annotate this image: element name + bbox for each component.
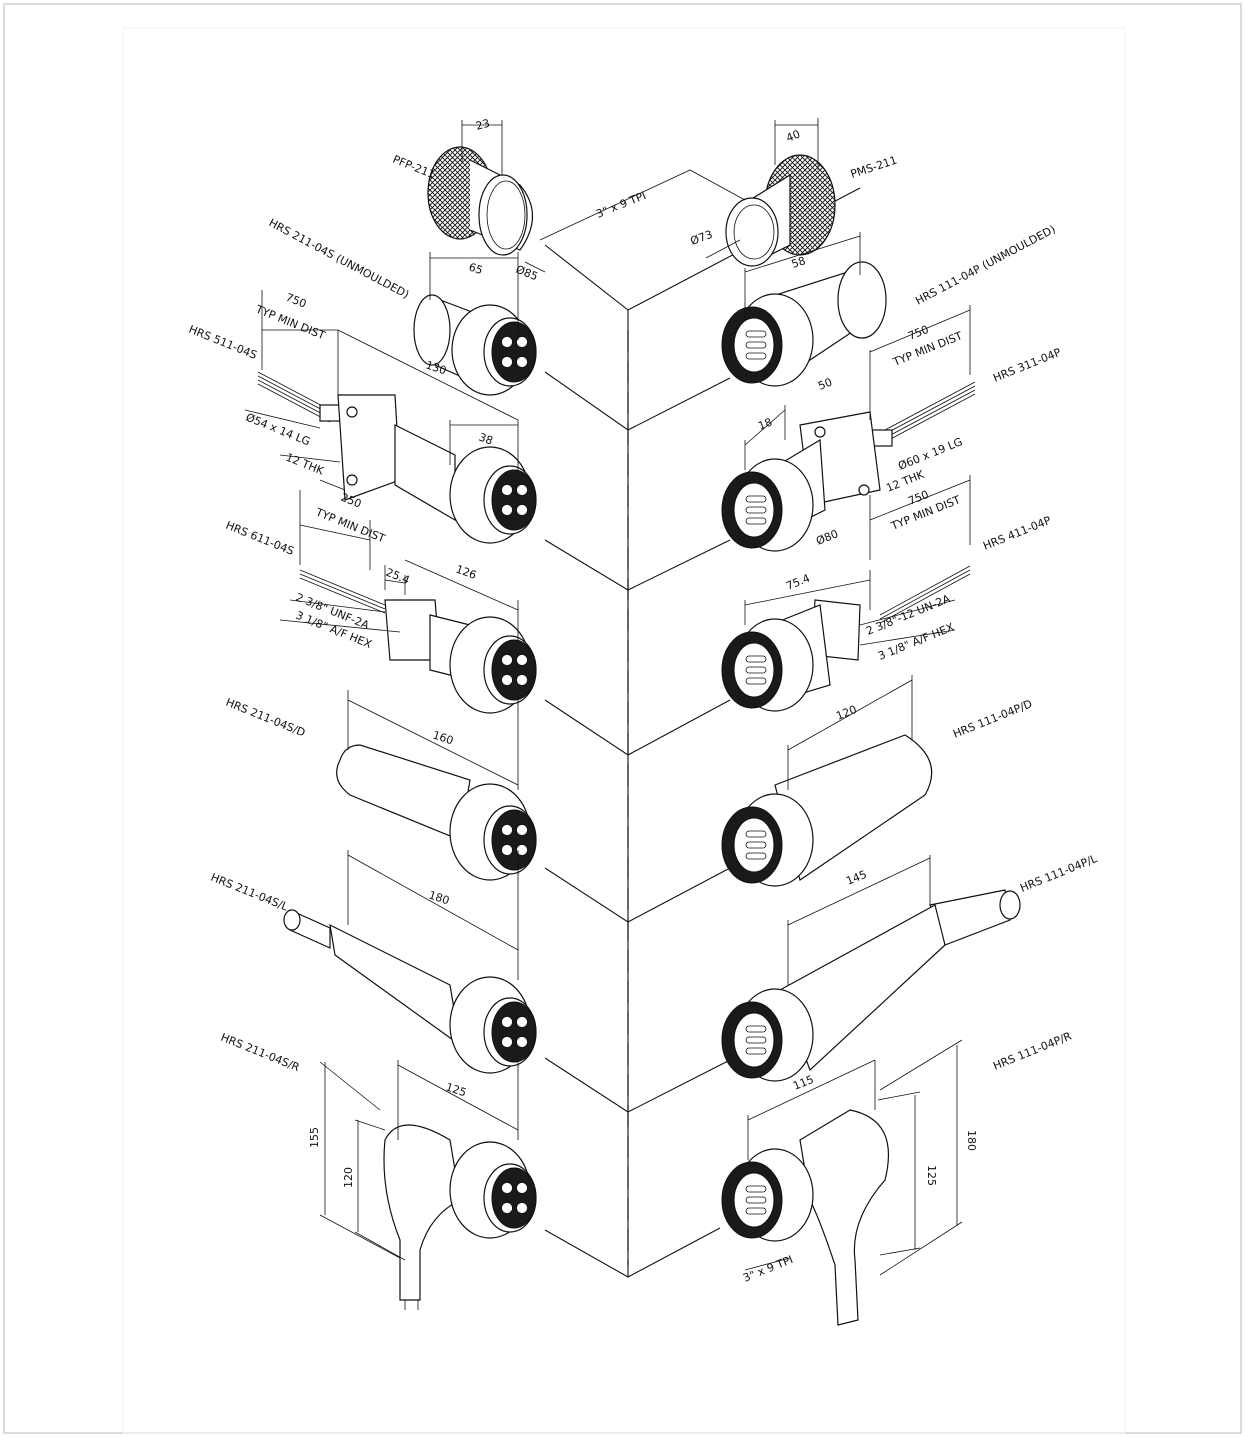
label-dia54: Ø54 x 14 LG (244, 411, 312, 449)
label-750-a: 750 (284, 291, 308, 311)
label-dim180: 180 (427, 888, 451, 907)
label-dim130: 130 (424, 358, 448, 377)
label-dim126: 126 (454, 563, 478, 582)
hrs-211-d-connector (336, 744, 537, 881)
pfp-211-cap (427, 146, 533, 256)
label-dim23: 23 (474, 117, 491, 133)
label-pfp-211: PFP-211 (391, 153, 437, 182)
label-hrs-511: HRS 511-04S (187, 323, 259, 362)
label-hrs-111-r: HRS 111-04P/R (991, 1029, 1073, 1072)
hrs-111-unmoulded-connector (721, 261, 887, 387)
label-dim120: 120 (834, 703, 858, 723)
label-pms-211: PMS-211 (849, 154, 899, 181)
label-hrs-211-unmoulded: HRS 211-04S (UNMOULDED) (267, 216, 412, 301)
label-dim155: 155 (308, 1127, 321, 1148)
label-dim125: 125 (444, 1080, 468, 1099)
label-hrs-611: HRS 611-04S (224, 519, 296, 558)
page-border (3, 3, 1242, 1434)
hrs-111-l-connector (721, 889, 1021, 1082)
annotations: PFP-211 PMS-211 3" x 9 TPI Ø73 Ø85 23 40… (187, 117, 1100, 1285)
label-dim50: 50 (816, 375, 834, 392)
label-hrs-111-l: HRS 111-04P/L (1018, 852, 1100, 895)
hrs-211-r-connector (383, 1124, 537, 1310)
label-dim120b: 120 (342, 1167, 355, 1188)
hrs-311-connector (721, 381, 976, 552)
pms-211-cap (725, 154, 836, 267)
hrs-111-d-connector (721, 734, 933, 887)
label-dim38: 38 (477, 431, 495, 448)
hrs-411-connector (721, 565, 971, 712)
label-dia60: Ø60 x 19 LG (896, 435, 964, 473)
label-dim40: 40 (784, 127, 802, 144)
label-dia80: Ø80 (814, 527, 840, 548)
label-thread-bottom: 3" x 9 TPI (741, 1253, 795, 1285)
label-dim18: 18 (756, 415, 774, 432)
label-dim75-4: 75.4 (784, 572, 812, 593)
label-750-b: 750 (906, 323, 930, 343)
label-hrs-211-d: HRS 211-04S/D (224, 696, 307, 740)
label-hrs-311: HRS 311-04P (991, 346, 1063, 385)
label-typmin-c: TYP MIN DIST (313, 505, 387, 545)
hrs-111-r-connector (721, 1109, 889, 1326)
label-hrs-211-l: HRS 211-04S/L (209, 871, 291, 914)
label-dia73: Ø73 (689, 228, 715, 248)
dimension-lines (244, 118, 971, 1276)
label-hrs-111-d: HRS 111-04P/D (951, 697, 1034, 741)
label-dim145: 145 (844, 868, 868, 888)
label-thread-top: 3" x 9 TPI (594, 189, 648, 221)
hrs-211-unmoulded-connector (413, 294, 537, 396)
label-hrs-111-unmoulded: HRS 111-04P (UNMOULDED) (913, 223, 1057, 308)
label-hrs-211-r: HRS 211-04S/R (219, 1031, 302, 1075)
sheet-border (122, 27, 1126, 1434)
label-typmin-a: TYP MIN DIST (253, 302, 327, 342)
label-dim125v: 125 (925, 1165, 938, 1186)
label-thk-a: 12 THK (284, 451, 326, 478)
label-dim58: 58 (790, 254, 807, 271)
hrs-511-connector (257, 371, 537, 544)
label-dim180v: 180 (965, 1130, 978, 1151)
label-dim160: 160 (431, 728, 455, 747)
label-hrs-411: HRS 411-04P (981, 514, 1053, 553)
hrs-211-l-connector (283, 909, 537, 1074)
hrs-611-connector (299, 569, 537, 714)
label-dim65: 65 (467, 260, 484, 277)
label-dim25-4: 25.4 (384, 566, 412, 587)
